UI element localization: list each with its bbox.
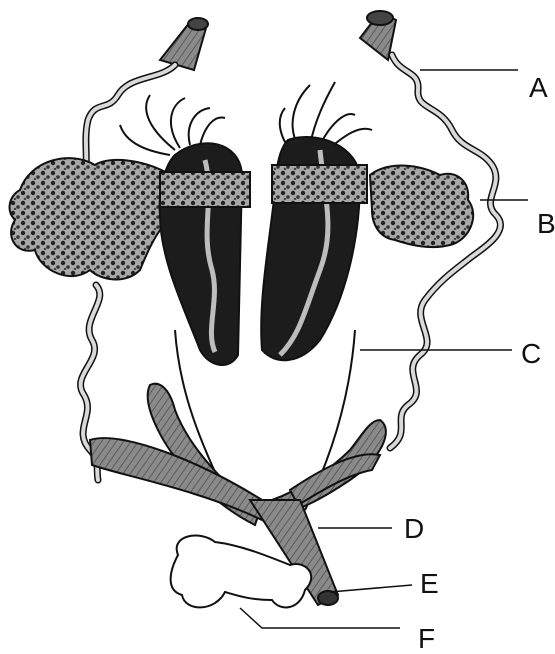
- label-b: B: [537, 210, 555, 238]
- label-d: D: [404, 515, 424, 543]
- right-spongy-gland: [370, 166, 473, 248]
- left-spongy-gland: [10, 158, 178, 279]
- label-a: A: [529, 74, 548, 102]
- left-band: [160, 172, 250, 207]
- leader-line-e: [330, 585, 412, 592]
- label-c: C: [521, 340, 541, 368]
- right-coiled-tube: [390, 55, 500, 448]
- label-f: F: [418, 625, 435, 653]
- right-band: [272, 165, 367, 203]
- left-funnel: [160, 18, 208, 70]
- lower-tubes: [90, 384, 386, 525]
- label-e: E: [420, 570, 439, 598]
- leader-line-f: [240, 608, 400, 628]
